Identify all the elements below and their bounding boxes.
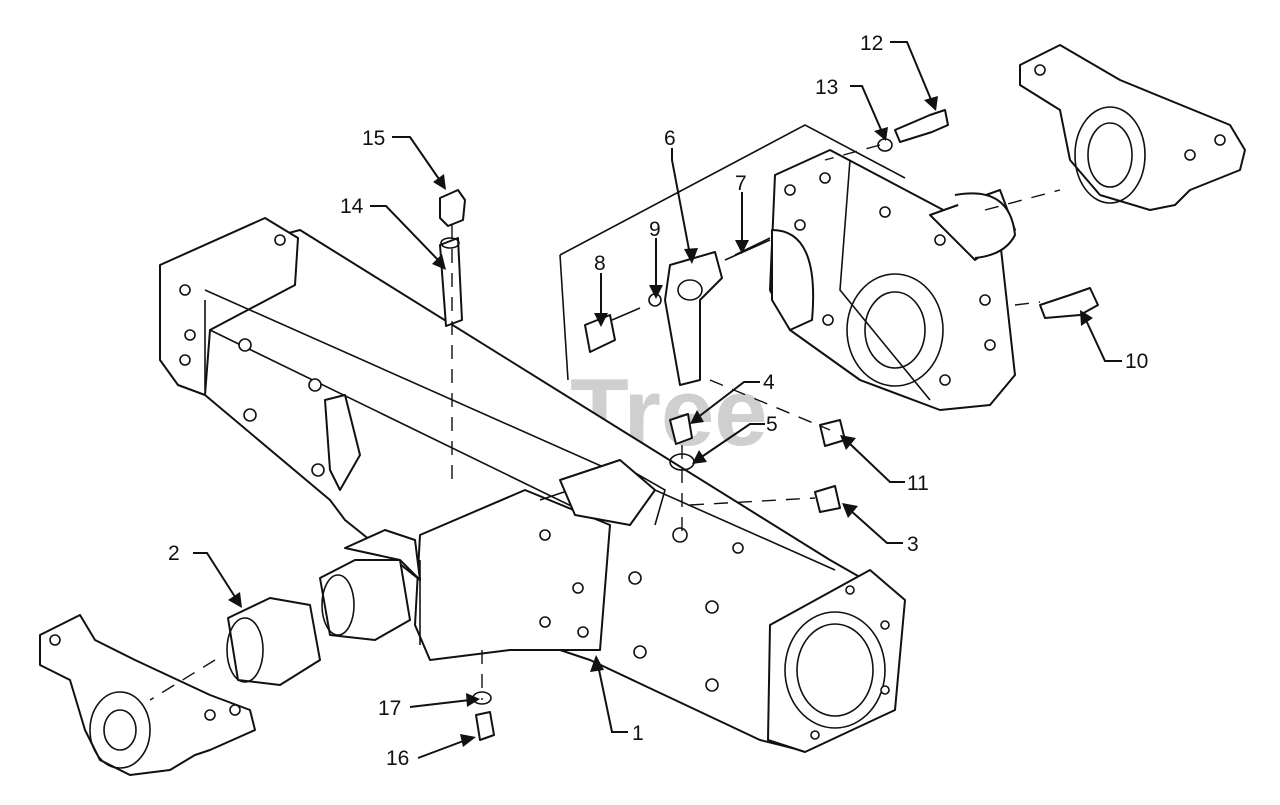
callout-5: 5 bbox=[766, 413, 778, 436]
callout-4: 4 bbox=[763, 371, 775, 394]
differential-housing bbox=[769, 149, 1016, 411]
callout-10: 10 bbox=[1125, 350, 1148, 373]
shift-fork-kit bbox=[559, 124, 906, 386]
right-axle-support bbox=[1019, 44, 1246, 211]
callout-6: 6 bbox=[664, 127, 676, 150]
axle-housing bbox=[159, 217, 906, 753]
callout-labels: 1 2 3 4 5 6 7 8 9 10 11 12 13 14 15 16 1… bbox=[168, 32, 1148, 770]
callout-15: 15 bbox=[362, 127, 385, 150]
callout-2: 2 bbox=[168, 542, 180, 565]
left-axle-support bbox=[39, 614, 256, 776]
small-parts bbox=[439, 109, 1099, 741]
alignment-lines bbox=[149, 144, 1061, 701]
callout-8: 8 bbox=[594, 252, 606, 275]
callout-11: 11 bbox=[907, 472, 929, 495]
callout-12: 12 bbox=[860, 32, 883, 55]
callout-3: 3 bbox=[907, 533, 919, 556]
callout-17: 17 bbox=[378, 697, 401, 720]
bearing-bushing bbox=[226, 529, 421, 686]
callout-1: 1 bbox=[632, 722, 644, 745]
callout-13: 13 bbox=[815, 76, 838, 99]
callout-16: 16 bbox=[386, 747, 409, 770]
callout-14: 14 bbox=[340, 195, 364, 218]
callout-7: 7 bbox=[735, 172, 747, 195]
callout-9: 9 bbox=[649, 218, 661, 241]
leader-lines bbox=[193, 41, 1122, 759]
